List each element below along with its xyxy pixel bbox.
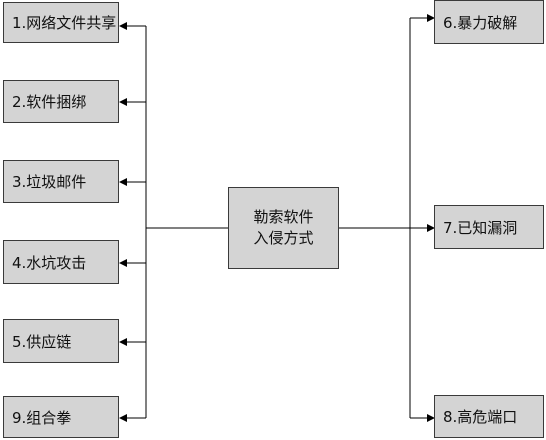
box-label: 1.网络文件共享 xyxy=(12,14,117,32)
box-label: 9.组合拳 xyxy=(12,408,72,427)
center-label-line-2: 入侵方式 xyxy=(253,229,314,247)
box-label: 7.已知漏洞 xyxy=(443,218,518,237)
box-label: 6.暴力破解 xyxy=(443,13,518,32)
center-label-line-1: 勒索软件 xyxy=(253,208,314,226)
box-known-vulnerability: 7.已知漏洞 xyxy=(434,205,544,249)
box-label: 8.高危端口 xyxy=(443,408,518,426)
box-label: 4.水坑攻击 xyxy=(12,253,87,272)
box-software-bundling: 2.软件捆绑 xyxy=(3,80,119,123)
box-label: 5.供应链 xyxy=(12,332,72,351)
box-combination: 9.组合拳 xyxy=(3,396,119,438)
box-network-file-sharing: 1.网络文件共享 xyxy=(3,2,119,43)
box-high-risk-port: 8.高危端口 xyxy=(434,395,544,438)
box-label: 3.垃圾邮件 xyxy=(12,173,87,191)
box-spam-email: 3.垃圾邮件 xyxy=(3,160,119,203)
box-supply-chain: 5.供应链 xyxy=(3,319,119,363)
box-watering-hole: 4.水坑攻击 xyxy=(3,240,119,284)
box-label: 2.软件捆绑 xyxy=(12,93,87,111)
center-box-ransomware-intrusion: 勒索软件 入侵方式 xyxy=(228,187,339,269)
box-brute-force: 6.暴力破解 xyxy=(434,0,544,44)
